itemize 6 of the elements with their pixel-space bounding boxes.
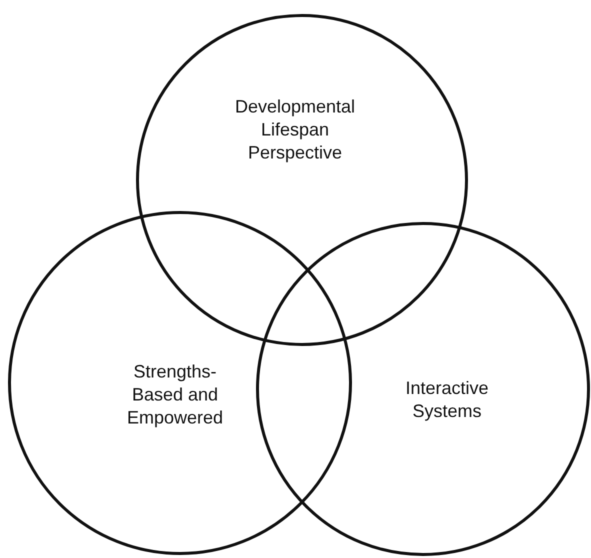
venn-circle [8, 211, 352, 555]
circle-label: Interactive Systems [404, 377, 490, 423]
venn-circle [256, 222, 590, 556]
circle-label: Developmental Lifespan Perspective [234, 96, 356, 164]
circle-label: Strengths-Based and Empowered [126, 360, 224, 430]
venn-circle [136, 14, 468, 346]
